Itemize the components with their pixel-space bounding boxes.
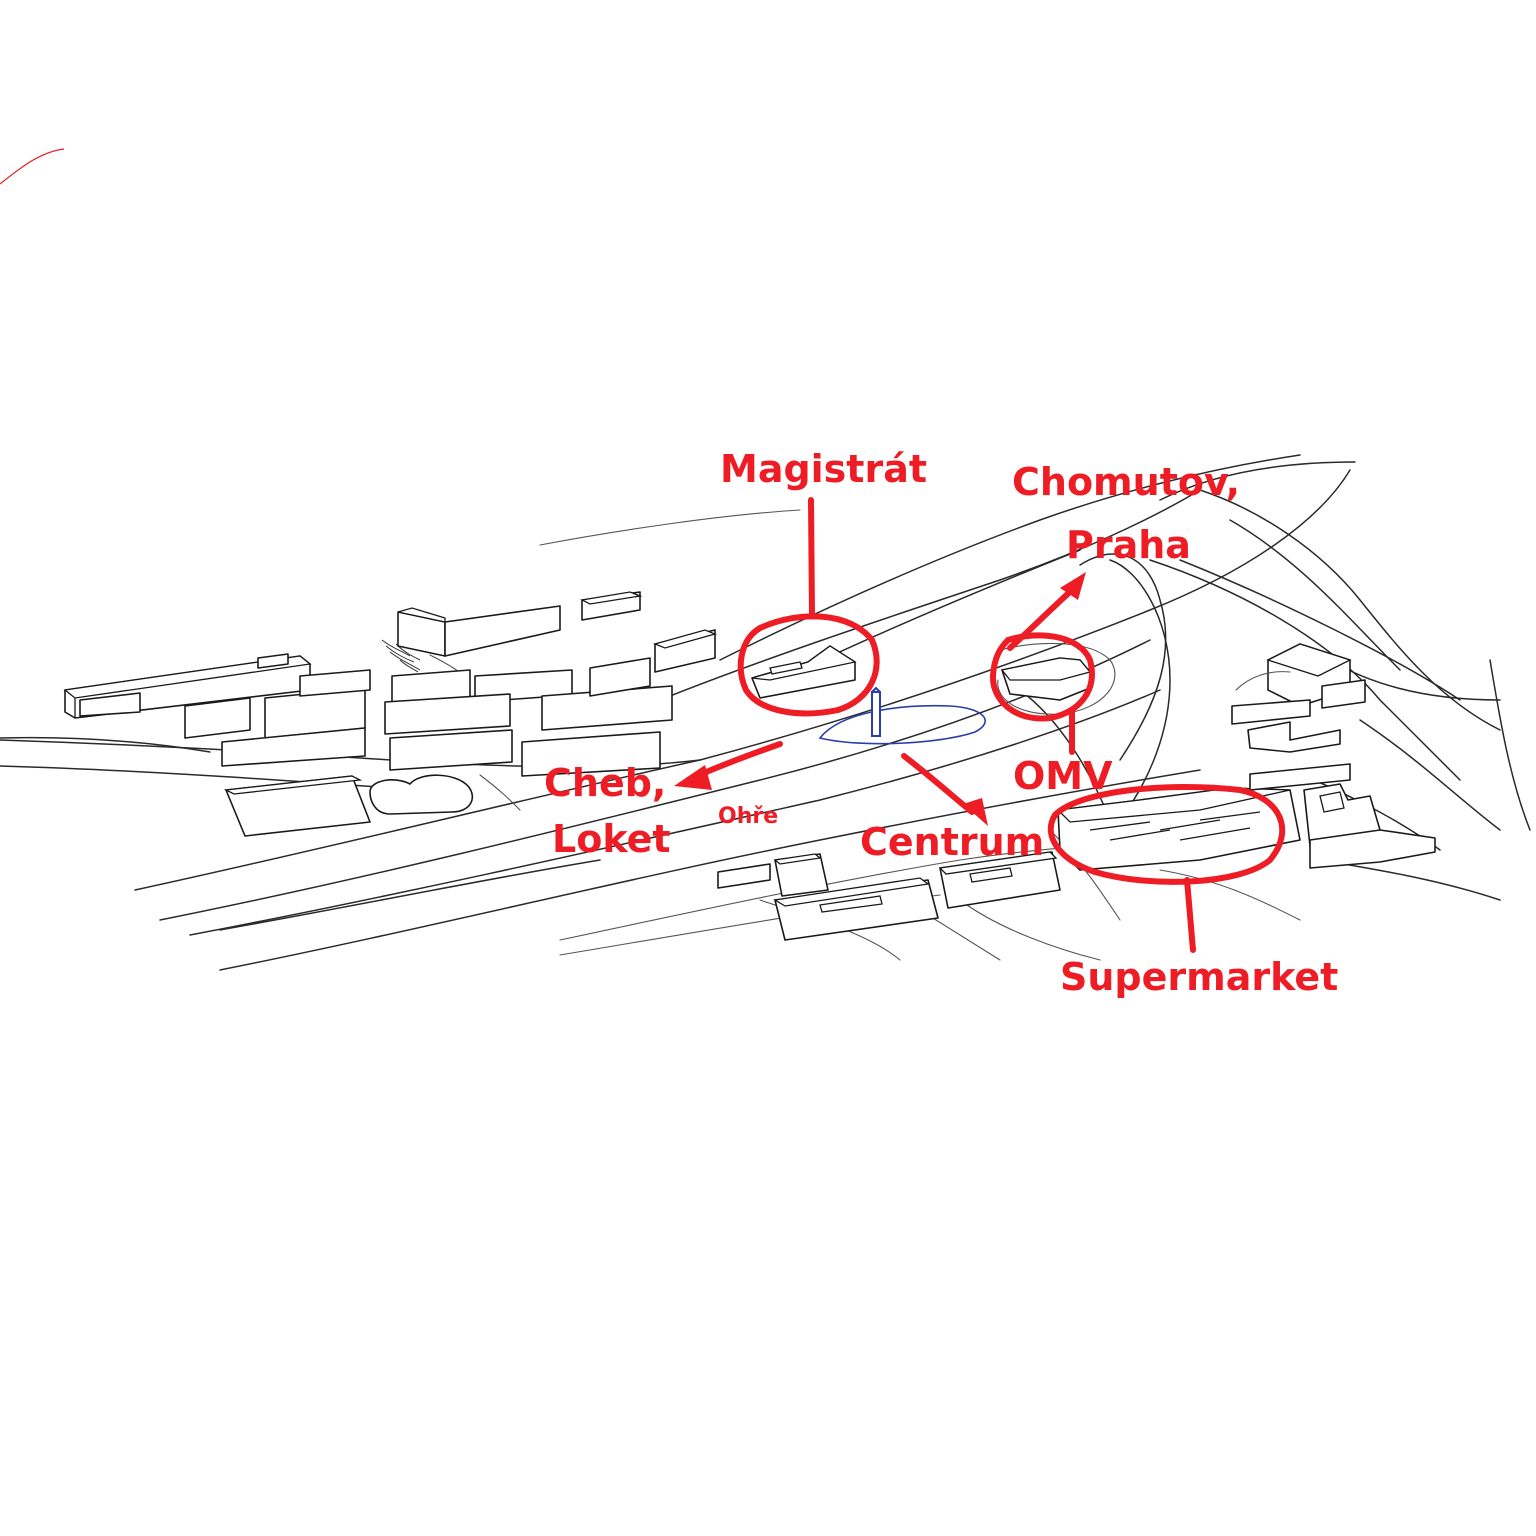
buildings-west — [63, 591, 718, 837]
label-supermarket: Supermarket — [1060, 955, 1339, 999]
label-centrum: Centrum — [860, 820, 1045, 864]
label-praha: Praha — [1066, 523, 1191, 567]
buildings-east — [1056, 643, 1436, 871]
label-cheb: Cheb, — [544, 761, 667, 805]
landmark-tower — [818, 686, 986, 745]
tree-scribble — [381, 639, 421, 673]
buildings-center — [717, 642, 1116, 941]
label-loket: Loket — [552, 817, 671, 861]
label-chomutov: Chomutov, — [1012, 460, 1241, 504]
label-omv: OMV — [1013, 754, 1113, 798]
label-magistrat: Magistrát — [720, 447, 928, 491]
label-ohre: Ohře — [718, 804, 779, 829]
annotations — [674, 497, 1286, 953]
stray-stroke — [0, 148, 65, 185]
